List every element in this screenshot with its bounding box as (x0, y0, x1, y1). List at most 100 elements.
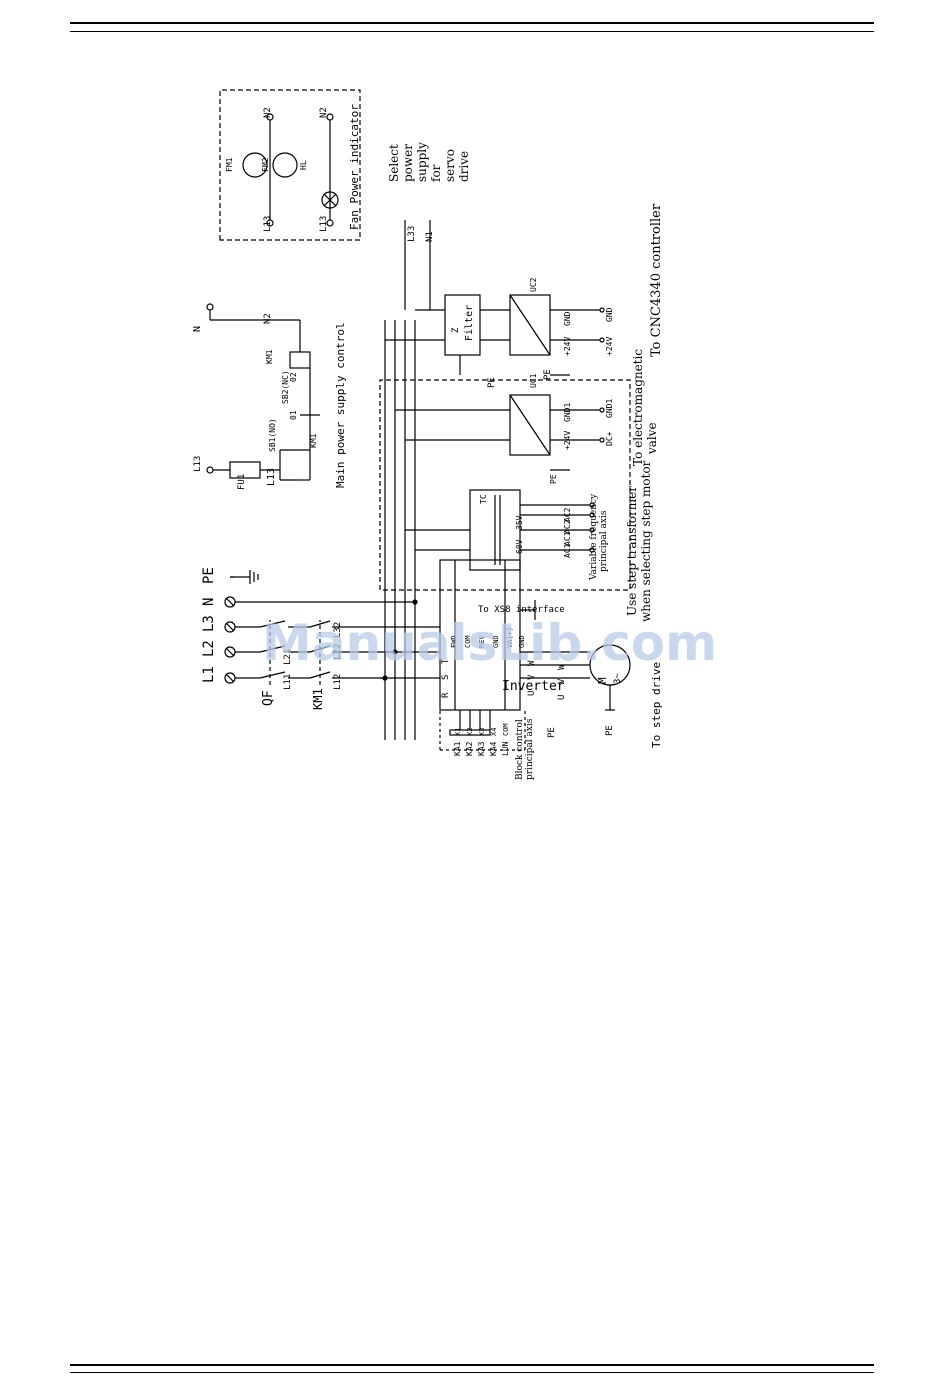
motor-label: M (596, 677, 609, 684)
label-pe: PE (201, 567, 217, 584)
contact-lun: LUN (501, 741, 510, 756)
block-note-1: principal axis (525, 718, 535, 780)
label-l2: L2 (201, 640, 217, 657)
tc-out0: AC2 (563, 507, 572, 522)
label-n2-hl: N2 (319, 107, 329, 118)
inverter-right-5: GND (518, 635, 526, 648)
uc2-term2: GND (605, 307, 614, 322)
label-fm1: FM1 (225, 157, 234, 172)
transformer-tc (379, 379, 631, 591)
inverter-out-w: W (527, 660, 537, 666)
inverter-right-3: GND (492, 635, 500, 648)
label-l3: L3 (201, 615, 217, 632)
uc1-out1: +24V (563, 431, 572, 450)
rotated-schematic (206, 89, 631, 751)
inverter-right-1: COM (464, 635, 472, 648)
filter-z: Z (451, 327, 461, 333)
motor-phase: 3~ (613, 673, 623, 684)
label-n2-main: N2 (263, 313, 273, 324)
servo-line-1: power (401, 144, 415, 182)
psu-uc1 (395, 394, 605, 471)
contact-ka1: KA1 (453, 741, 462, 756)
uc2-label: UC2 (529, 277, 538, 292)
label-qf: QF (261, 690, 276, 706)
contactor-km1 (309, 620, 380, 685)
label-sb1: SB1(NO) (268, 418, 277, 452)
uc1-term2: GND1 (605, 399, 614, 418)
label-l13-fan: L13 (263, 216, 273, 232)
inverter-left-2: X3 (478, 728, 486, 736)
tc-caption-0: Use step transformer (625, 486, 639, 616)
label-l1: L1 (201, 666, 217, 683)
motor-phase-v: V (557, 678, 567, 684)
servo-line-2: supply (415, 142, 429, 182)
inverter-out-u: U (527, 691, 537, 696)
tc-caption-1: when selecting step motor (639, 460, 653, 622)
footer-rule (70, 1364, 874, 1366)
label-sb2: SB2(NC) (281, 370, 290, 404)
servo-line-0: Select (387, 144, 401, 182)
label-n-main: N (192, 326, 203, 332)
contact-ka3: KA3 (477, 741, 486, 756)
motor-pe: PE (605, 725, 615, 736)
block-note-0: Block control (515, 719, 525, 780)
label-hl: HL (299, 160, 308, 170)
inverter-pe: PE (547, 727, 557, 738)
label-01: 01 (289, 410, 298, 420)
header-rule-thin (70, 31, 874, 32)
motor-caption: To step drive (650, 662, 663, 748)
uc2-out2: GND (563, 311, 572, 326)
tc-out2: AC1 (563, 531, 572, 546)
label-fm2: FM2 (261, 157, 270, 172)
inverter-right-2: REV (478, 635, 486, 648)
uc2-term1: +24V (605, 337, 614, 356)
servo-line-4: servo (443, 149, 457, 182)
tc-v1: 35V (515, 515, 524, 530)
footer-rule-thin (70, 1372, 874, 1373)
label-n1: N1 (425, 231, 435, 242)
inverter-right-4: VA(+) (506, 627, 514, 648)
label-l13-hl: L13 (319, 216, 329, 232)
inverter-in-r: R (441, 692, 451, 698)
motor-phase-u: U (557, 695, 567, 700)
inverter-in-s: S (441, 675, 451, 680)
tc-note-1: principal axis (599, 510, 609, 572)
tc-label: TC (479, 494, 488, 504)
tc-v2: 60V (515, 539, 524, 554)
inverter-right-0: FWD (450, 635, 458, 648)
motor (589, 644, 631, 711)
uc1-term1: DC+ (605, 431, 614, 446)
header-rule (70, 22, 874, 24)
watermark: ManualsLib.com (262, 614, 717, 672)
servo-line-5: drive (457, 151, 471, 182)
uc2-caption: To CNC4340 controller (649, 203, 664, 357)
uc1-out2: GND1 (563, 403, 572, 422)
inverter-left-0: X1 (454, 728, 462, 736)
inverter-label: Inverter (502, 679, 565, 694)
label-l13-main-b: L13 (266, 468, 277, 486)
breaker-qf (235, 620, 310, 685)
label-n: N (201, 598, 217, 606)
uc2-pe: PE (543, 369, 553, 380)
main-power-control (206, 303, 320, 481)
uc1-caption-1: valve (645, 422, 659, 455)
inverter-out-v: V (527, 674, 537, 680)
uc1-pe: PE (549, 474, 558, 484)
label-l11: L11 (283, 674, 293, 690)
uc1-label: UC1 (529, 373, 538, 388)
contact-ka4: KA4 (489, 741, 498, 756)
inverter-block (390, 559, 590, 751)
tc-note-0: Variable frequency (589, 493, 599, 581)
label-fu1: FU1 (237, 474, 247, 490)
servo-line-3: for (429, 164, 443, 182)
inverter-left-4: COM (502, 723, 510, 736)
contact-ka2: KA2 (465, 741, 474, 756)
inverter-left-1: X2 (466, 728, 474, 736)
label-l21: L21 (283, 649, 293, 665)
filter-pe: PE (487, 377, 497, 388)
fan-indicator-title: Fan Power indicator (348, 104, 361, 230)
fan-indicator-box (219, 89, 361, 241)
label-l33: L33 (407, 226, 417, 242)
uc2-out1: +24V (563, 337, 572, 356)
main-power-title: Main power supply control (334, 322, 347, 488)
